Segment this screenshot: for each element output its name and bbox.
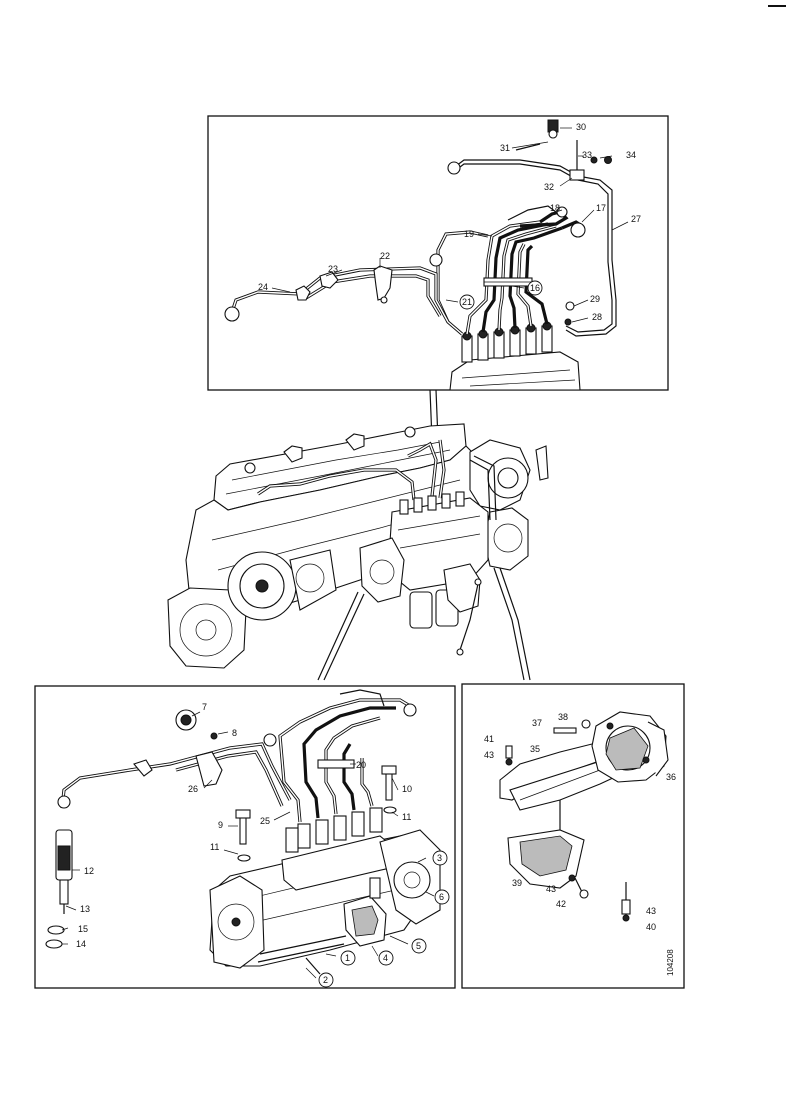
callout-19: 19: [464, 229, 474, 239]
injection-pump: [209, 807, 441, 975]
callout-33: 33: [582, 150, 592, 160]
callout-3: 3: [437, 853, 442, 863]
callout-27: 27: [631, 214, 641, 224]
callout-39: 39: [512, 878, 522, 888]
callout-34: 34: [626, 150, 636, 160]
callout-2: 2: [323, 975, 328, 985]
callout-13: 13: [80, 904, 90, 914]
callout-31: 31: [500, 143, 510, 153]
figure-code: 104208: [666, 949, 675, 976]
callout-20: 20: [356, 760, 366, 770]
leak-off-pipe: [447, 119, 617, 337]
bottom-right-inset-frame: [461, 683, 685, 989]
callout-28: 28: [592, 312, 602, 322]
callout-40: 40: [646, 922, 656, 932]
left-pipe-run: [224, 265, 450, 323]
callout-23: 23: [328, 264, 338, 274]
callout-14: 14: [76, 939, 86, 949]
callout-8: 8: [232, 728, 237, 738]
callout-41: 41: [484, 734, 494, 744]
callout-24: 24: [258, 282, 268, 292]
callout-9: 9: [218, 820, 223, 830]
callout-5: 5: [416, 941, 421, 951]
callout-29: 29: [590, 294, 600, 304]
callout-10: 10: [402, 784, 412, 794]
callout-15: 15: [78, 924, 88, 934]
callout-42: 42: [556, 899, 566, 909]
bottom-right-inset: [461, 683, 685, 989]
callout-32: 32: [544, 182, 554, 192]
callout-37: 37: [532, 718, 542, 728]
callout-1: 1: [345, 953, 350, 963]
engine-overview: [167, 423, 549, 681]
pump-pipe-bundle: [263, 689, 417, 823]
callout-6: 6: [439, 892, 444, 902]
callout-7: 7: [202, 702, 207, 712]
top-inset-frame: [207, 115, 669, 391]
callout-43-upper: 43: [484, 750, 494, 760]
callout-30: 30: [576, 122, 586, 132]
callout-26: 26: [188, 784, 198, 794]
callout-11-lower: 11: [210, 842, 219, 852]
callout-22: 22: [380, 251, 390, 261]
callout-43-lower: 43: [646, 906, 656, 916]
injector-pipe-bundle: [429, 205, 586, 336]
callout-17: 17: [596, 203, 606, 213]
callout-labels: 30 31 33 34 32 18 17 27 19 22 23 24 21 1…: [76, 122, 676, 985]
bottom-left-inset: [34, 685, 456, 989]
callout-43-middle: 43: [546, 884, 556, 894]
callout-18: 18: [550, 203, 560, 213]
callout-4: 4: [383, 953, 388, 963]
callout-12: 12: [84, 866, 94, 876]
callout-25: 25: [260, 816, 270, 826]
callout-38: 38: [558, 712, 568, 722]
callout-21: 21: [462, 297, 472, 307]
callout-16: 16: [530, 283, 540, 293]
top-inset: [207, 115, 669, 391]
bottom-left-leaders: [61, 711, 435, 979]
callout-35: 35: [530, 744, 540, 754]
callout-36: 36: [666, 772, 676, 782]
callout-11-upper: 11: [402, 812, 411, 822]
bottom-left-inset-frame: [34, 685, 456, 989]
injector-pipe-left: [45, 709, 397, 949]
top-inset-leaders: [271, 127, 629, 323]
pump-head-fragment: [449, 321, 581, 391]
